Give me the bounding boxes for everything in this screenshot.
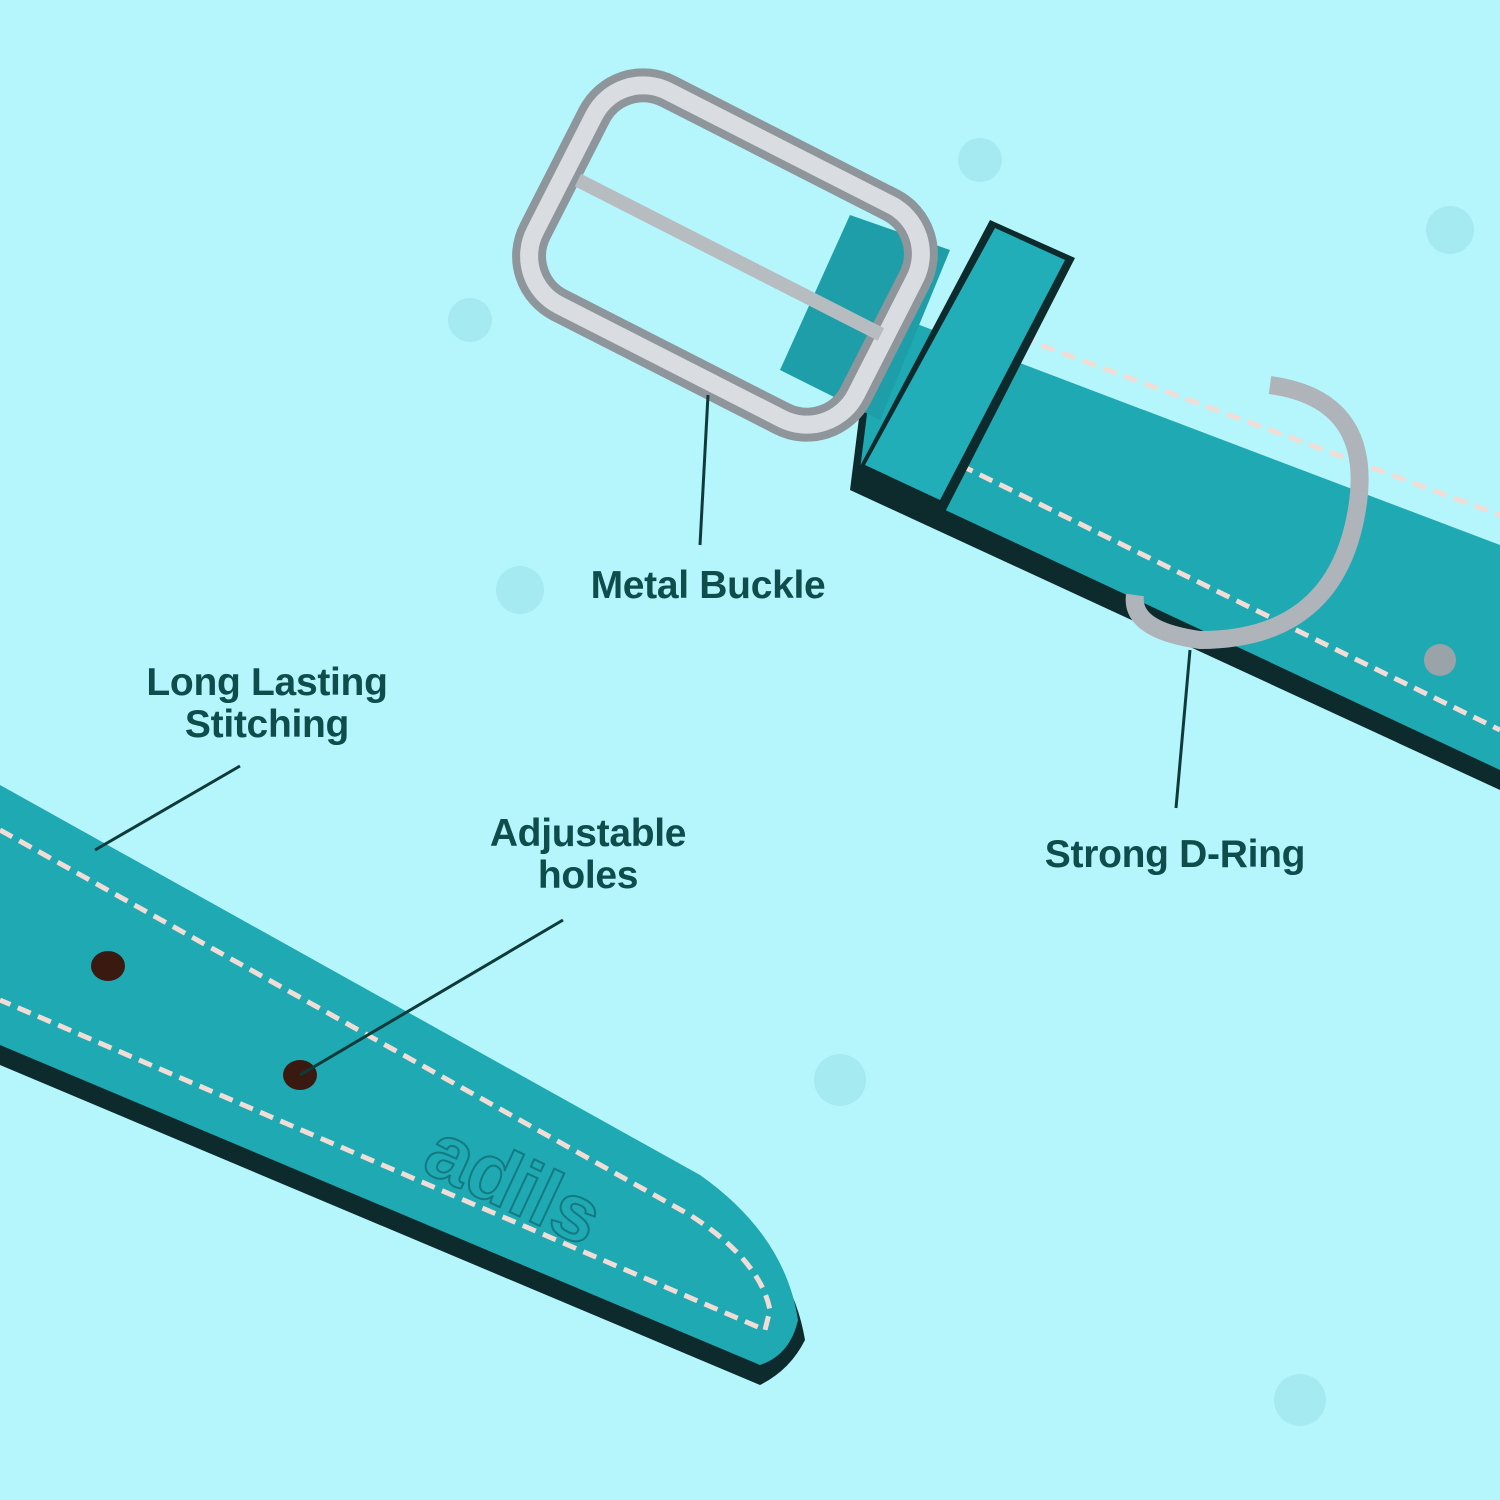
metal-buckle (512, 68, 938, 442)
d-ring (1125, 376, 1369, 650)
background-pattern (448, 138, 1474, 1426)
paw-icon (814, 1054, 866, 1106)
collar-tail-strap: adils (0, 785, 805, 1385)
callout-holes-line1: Adjustable (489, 812, 687, 855)
callout-metal-buckle: Metal Buckle (590, 564, 826, 607)
paw-icon (1426, 206, 1474, 254)
callout-holes: Adjustable holes (489, 812, 687, 897)
paw-icon (448, 298, 492, 342)
callout-holes-line2: holes (537, 854, 639, 897)
strap-keeper (865, 228, 1065, 500)
callout-stitching-line1: Long Lasting (146, 661, 388, 704)
paw-icon (1274, 1374, 1326, 1426)
strap-hole (91, 951, 125, 981)
callout-stitching: Long Lasting Stitching (146, 661, 388, 746)
paw-icon (958, 138, 1002, 182)
callout-d-ring: Strong D-Ring (1044, 833, 1306, 876)
rivet (1424, 644, 1456, 676)
callout-stitching-line2: Stitching (184, 703, 350, 746)
callout-lines (94, 394, 1192, 1077)
paw-icon (496, 566, 544, 614)
